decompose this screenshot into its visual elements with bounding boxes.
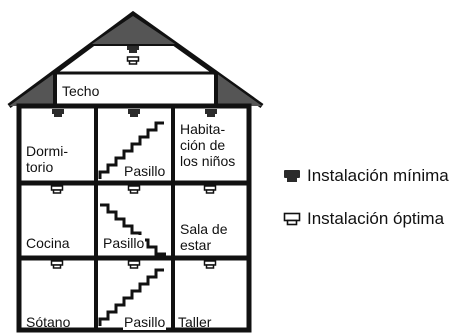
room-label-hall-top: Pasillo [123, 163, 167, 179]
room-label-bedroom: Dormi- torio [26, 143, 68, 175]
house-body [16, 103, 252, 333]
legend-optimal: Instalación óptima [283, 209, 444, 229]
stairs-bottom [98, 268, 164, 326]
roof-peak-shade-right [133, 16, 175, 44]
optimal-detector-attic [126, 56, 140, 65]
roof-shade-left [9, 73, 55, 106]
optimal-detector-kitchen [50, 185, 64, 194]
room-label-workshop: Taller [178, 314, 212, 330]
legend-minimal-label: Instalación mínima [307, 166, 449, 185]
room-label-hall-bottom: Pasillo [123, 314, 167, 330]
minimal-detector-hall-top [128, 109, 140, 117]
optimal-detector-workshop [203, 260, 217, 269]
outline-smoke-alarm-icon [283, 212, 301, 226]
optimal-detector-living [203, 185, 217, 194]
minimal-detector-bedroom [52, 109, 64, 117]
room-label-hall-middle: Pasillo [102, 235, 146, 251]
room-label-basement: Sótano [26, 314, 71, 330]
room-label-attic: Techo [62, 83, 100, 99]
room-label-kids-room: Habita- ción de los niños [180, 121, 236, 169]
filled-smoke-alarm-icon [284, 170, 300, 182]
room-label-kitchen: Cocina [26, 235, 70, 251]
roof-peak-shade-left [92, 16, 133, 44]
minimal-detector-attic [127, 46, 139, 53]
optimal-detector-hall-middle [127, 185, 141, 194]
legend-minimal: Instalación mínima [283, 166, 449, 186]
roof-shade-right [216, 73, 262, 106]
legend-optimal-label: Instalación óptima [307, 209, 445, 228]
optimal-detector-basement [50, 260, 64, 269]
room-label-living-room: Sala de estar [180, 221, 228, 253]
optimal-detector-hall-bottom [127, 260, 141, 269]
stairs-top [98, 121, 164, 179]
minimal-detector-kids [205, 109, 217, 117]
stairs-middle [100, 203, 166, 256]
